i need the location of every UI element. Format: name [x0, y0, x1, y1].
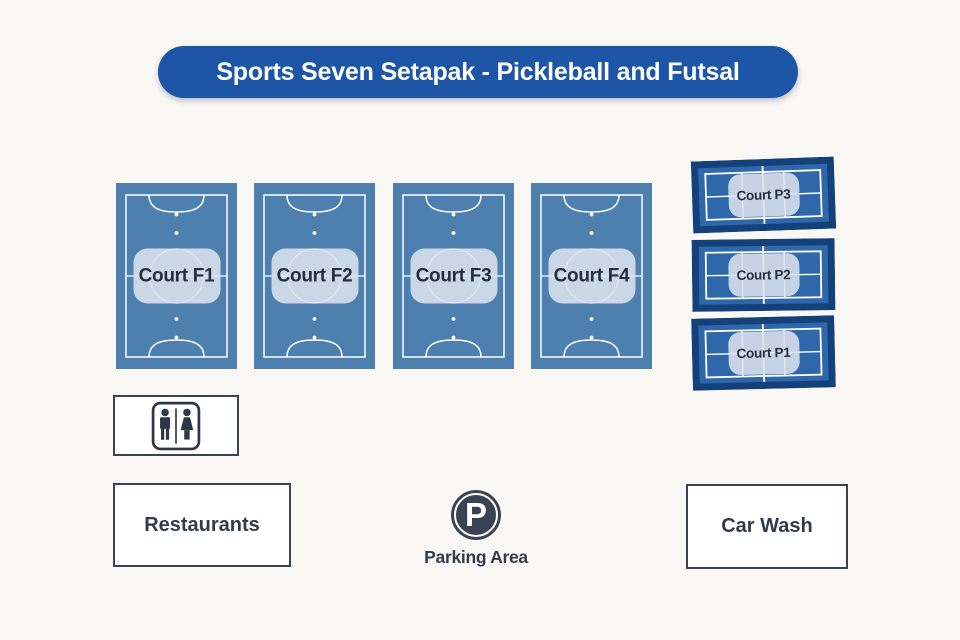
- pickleball-court-p3: Court P3: [690, 156, 837, 234]
- car-wash-label: Car Wash: [721, 515, 813, 537]
- mens-womens-restroom-icon: [151, 401, 201, 450]
- restroom-box: [113, 395, 239, 456]
- pickleball-court-p2: Court P2: [691, 238, 836, 312]
- pickleball-court-p2-label: Court P2: [727, 253, 800, 297]
- venue-title: Sports Seven Setapak - Pickleball and Fu…: [216, 57, 740, 86]
- venue-title-banner: Sports Seven Setapak - Pickleball and Fu…: [158, 46, 798, 98]
- futsal-court-f4: Court F4: [531, 183, 652, 369]
- parking-icon: P: [451, 490, 501, 540]
- futsal-court-f3: Court F3: [393, 183, 514, 369]
- car-wash-box: Car Wash: [686, 484, 848, 569]
- futsal-court-f1: Court F1: [116, 183, 237, 369]
- futsal-court-f4-label: Court F4: [548, 248, 635, 304]
- parking-ring: [454, 493, 498, 537]
- restaurants-label: Restaurants: [144, 513, 260, 536]
- parking-area-label: Parking Area: [424, 547, 528, 567]
- parking-symbol: P: [464, 495, 487, 533]
- futsal-court-f1-label: Court F1: [133, 248, 220, 304]
- pickleball-court-p1-label: Court P1: [727, 330, 800, 376]
- restaurants-box: Restaurants: [113, 483, 291, 567]
- pickleball-court-p1: Court P1: [691, 315, 836, 391]
- futsal-court-f3-label: Court F3: [410, 248, 497, 304]
- futsal-court-f2-label: Court F2: [271, 248, 358, 304]
- pickleball-court-p3-label: Court P3: [727, 172, 800, 218]
- futsal-court-f2: Court F2: [254, 183, 375, 369]
